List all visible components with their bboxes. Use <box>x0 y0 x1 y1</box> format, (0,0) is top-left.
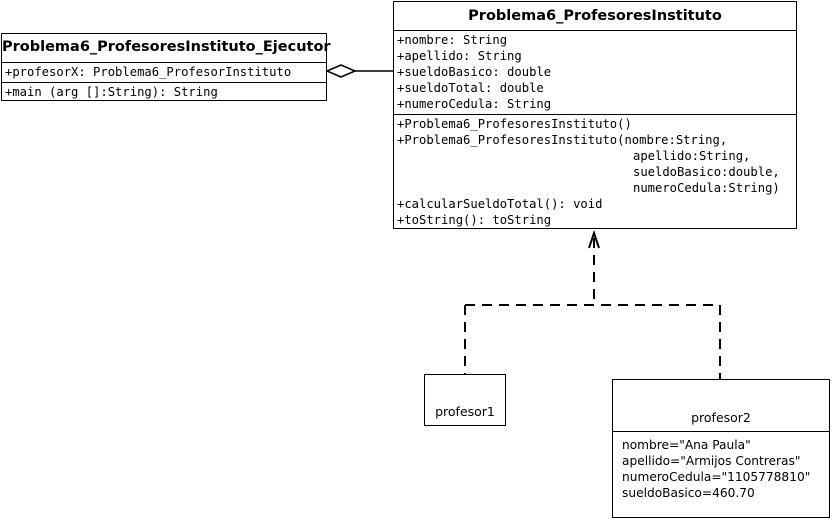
object-attribute: apellido="Armijos Contreras" <box>622 454 801 468</box>
main-method: +Problema6_ProfesoresInstituto(nombre:St… <box>397 133 728 147</box>
executor-attributes: +profesorX: Problema6_ProfesorInstituto <box>2 62 326 82</box>
main-attribute: +nombre: String <box>397 33 508 47</box>
object-profesor2-name: profesor2 <box>691 410 751 425</box>
main-attribute: +sueldoTotal: double <box>397 81 544 95</box>
executor-method: +main (arg []:String): String <box>5 85 218 99</box>
object-attribute: sueldoBasico=460.70 <box>622 486 755 500</box>
main-methods: +Problema6_ProfesoresInstituto() +Proble… <box>394 114 796 228</box>
main-class-box[interactable]: Problema6_ProfesoresInstituto +nombre: S… <box>393 1 797 229</box>
executor-class-name: Problema6_ProfesoresInstituto_Ejecutor <box>2 39 331 55</box>
instance-of-dependency <box>464 238 721 379</box>
aggregation-diamond <box>325 64 357 78</box>
main-method: +toString(): toString <box>397 213 552 227</box>
main-attributes: +nombre: String +apellido: String +sueld… <box>394 30 796 114</box>
object-attribute: nombre="Ana Paula" <box>622 438 751 452</box>
main-method: +calcularSueldoTotal(): void <box>397 197 603 211</box>
main-attribute: +numeroCedula: String <box>397 97 552 111</box>
main-method-param: numeroCedula:String) <box>633 181 780 195</box>
object-profesor2-attributes: nombre="Ana Paula" apellido="Armijos Con… <box>613 431 829 506</box>
executor-attribute: +profesorX: Problema6_ProfesorInstituto <box>5 65 292 79</box>
main-method-param: sueldoBasico:double, <box>633 165 780 179</box>
object-profesor1-box[interactable]: profesor1 <box>424 374 506 426</box>
object-profesor2-box[interactable]: profesor2 nombre="Ana Paula" apellido="A… <box>612 379 830 518</box>
dependency-arrowhead <box>588 229 600 249</box>
executor-class-box[interactable]: Problema6_ProfesoresInstituto_Ejecutor +… <box>1 33 331 101</box>
main-attribute: +sueldoBasico: double <box>397 65 552 79</box>
executor-methods: +main (arg []:String): String <box>2 82 326 100</box>
object-attribute: numeroCedula="1105778810" <box>622 470 811 484</box>
main-class-name: Problema6_ProfesoresInstituto <box>468 8 722 24</box>
main-method: +Problema6_ProfesoresInstituto() <box>397 117 632 131</box>
object-profesor1-name: profesor1 <box>435 404 495 419</box>
main-method-param: apellido:String, <box>633 149 751 163</box>
main-attribute: +apellido: String <box>397 49 522 63</box>
